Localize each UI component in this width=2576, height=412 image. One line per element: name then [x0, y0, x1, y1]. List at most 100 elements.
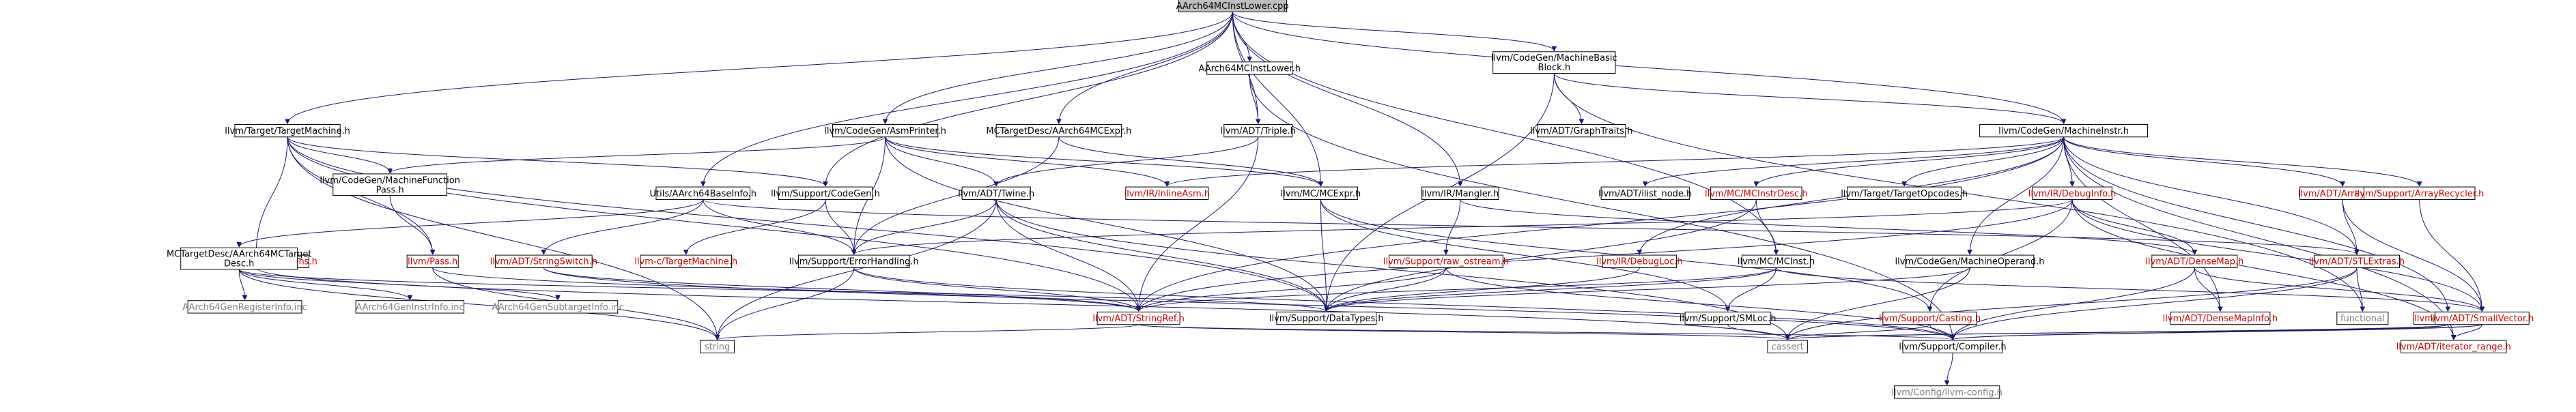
- node-label: Block.h: [1538, 63, 1571, 73]
- edge-mi-to-stringref: [1139, 136, 2065, 312]
- edge-utils-to-errhandling: [703, 199, 854, 255]
- node-functional: functional: [2336, 311, 2389, 325]
- edge-smallvector-to-compiler: [1953, 324, 2482, 340]
- edge-tm-to-datatypes: [287, 136, 1327, 312]
- node-debugloc[interactable]: llvm/IR/DebugLoc.h: [1596, 254, 1683, 268]
- edge-asmprinter-to-inlineasm: [885, 136, 1167, 187]
- edge-mcinst-to-stringref: [1139, 267, 1777, 312]
- edge-root-to-mcexpr: [1232, 12, 1320, 186]
- edge-tm-to-stringref: [287, 136, 1139, 312]
- edge-mo-to-cassert: [1787, 267, 1970, 340]
- node-densemap[interactable]: llvm/ADT/DenseMap.h: [2145, 254, 2244, 268]
- edge-codegen-to-lcc_tm: [686, 199, 826, 255]
- edge-mfp-to-pass: [389, 195, 433, 254]
- edge-debuginfo-to-errhandling: [854, 199, 2073, 255]
- node-stlextras[interactable]: llvm/ADT/STLExtras.h: [2309, 254, 2405, 268]
- edge-stringref-to-string: [718, 324, 1140, 340]
- node-label: string: [705, 342, 730, 353]
- edge-root-to-mbb: [1232, 12, 1554, 52]
- node-casting[interactable]: llvm/Support/Casting.h: [1879, 311, 1981, 325]
- node-datatypes[interactable]: llvm/Support/DataTypes.h: [1269, 311, 1384, 325]
- edge-mcinst-to-smallvector: [1775, 267, 2482, 312]
- node-label: MCTargetDesc/AArch64MCTarget: [167, 250, 311, 260]
- node-inlineasm[interactable]: llvm/IR/InlineAsm.h: [1124, 186, 1210, 200]
- node-box: [1096, 311, 1180, 325]
- edge-mi-to-targetopcodes: [1904, 136, 2065, 187]
- node-layer: AArch64MCInstLower.cppAArch64MCInstLower…: [167, 0, 2534, 399]
- node-box: [1283, 186, 1359, 200]
- node-triple[interactable]: llvm/ADT/Triple.h: [1221, 123, 1296, 138]
- node-box: [1421, 186, 1499, 200]
- edge-utils-to-stringswitch: [543, 199, 704, 255]
- node-mcexpr[interactable]: llvm/MC/MCExpr.h: [1281, 186, 1361, 200]
- node-label: llvm/ADT/DenseMapInfo.h: [2163, 314, 2278, 324]
- node-box: [187, 300, 302, 314]
- node-label: llvm/ADT/iterator_range.h: [2396, 342, 2511, 353]
- node-debuginfo[interactable]: llvm/IR/DebugInfo.h: [2028, 186, 2117, 200]
- node-label: llvm/MC/MCInstrDesc.h: [1705, 189, 1808, 199]
- edge-twine-to-errhandling: [854, 199, 997, 255]
- node-label: AArch64GenSubtargetInfo.inc: [492, 302, 624, 312]
- edge-twine-to-stringref: [995, 199, 1138, 311]
- edge-tm-to-mfp: [287, 136, 390, 174]
- edge-a64mcdesc-to-instrinfo: [238, 269, 410, 300]
- edge-stlextras-to-functional: [2356, 267, 2362, 311]
- edge-debugloc-to-datatypes: [1327, 267, 1640, 312]
- node-lcc_tm[interactable]: llvm-c/TargetMachine.h: [634, 254, 737, 268]
- node-pass[interactable]: llvm/Pass.h: [406, 254, 459, 268]
- node-tm[interactable]: llvm/Target/TargetMachine.h: [225, 123, 350, 138]
- node-box: [180, 247, 298, 270]
- node-box: [778, 186, 873, 200]
- node-errhandling[interactable]: llvm/Support/ErrorHandling.h: [789, 254, 919, 268]
- node-label: cassert: [1772, 342, 1804, 353]
- node-densemapinfo[interactable]: llvm/ADT/DenseMapInfo.h: [2163, 311, 2278, 325]
- node-label: llvm/IR/DebugLoc.h: [1596, 257, 1682, 267]
- node-mcinst[interactable]: llvm/MC/MCInst.h: [1738, 254, 1815, 268]
- node-stringref[interactable]: llvm/ADT/StringRef.h: [1092, 311, 1185, 325]
- node-mo[interactable]: llvm/CodeGen/MachineOperand.h: [1895, 254, 2044, 268]
- node-mcexpr_a64[interactable]: MCTargetDesc/AArch64MCExpr.h: [986, 123, 1131, 138]
- node-smallvector[interactable]: llvm/ADT/SmallVector.h: [2430, 311, 2534, 325]
- edge-lower_h-to-compiler: [1249, 74, 1953, 340]
- node-arrayrecycler[interactable]: llvm/Support/ArrayRecycler.h: [2355, 186, 2484, 200]
- node-reginfo: AArch64GenRegisterInfo.inc: [182, 300, 307, 314]
- edge-asmprinter-to-datatypes: [885, 136, 1327, 312]
- edge-stringref-to-compiler: [1138, 324, 1953, 340]
- edge-a64mcdesc-to-string: [238, 269, 717, 340]
- node-twine[interactable]: llvm/ADT/Twine.h: [958, 186, 1034, 200]
- edge-smallvector-to-iteratorrange: [2454, 324, 2482, 340]
- node-label: llvm-c/TargetMachine.h: [634, 257, 737, 267]
- edge-smallvector-to-cassert: [1787, 324, 2482, 340]
- node-root[interactable]: AArch64MCInstLower.cpp: [1176, 0, 1289, 12]
- node-smloc[interactable]: llvm/Support/SMLoc.h: [1680, 311, 1777, 325]
- edge-mcexpr_a64-to-mcexpr: [1058, 136, 1321, 187]
- node-mangler[interactable]: llvm/IR/Mangler.h: [1421, 186, 1499, 200]
- node-mcinstrdesc[interactable]: llvm/MC/MCInstrDesc.h: [1705, 186, 1808, 200]
- node-box: [2401, 340, 2507, 353]
- node-iteratorrange[interactable]: llvm/ADT/iterator_range.h: [2396, 340, 2511, 353]
- edge-stringref-to-cassert: [1138, 324, 1788, 340]
- node-utils[interactable]: Utils/AArch64BaseInfo.h: [649, 186, 756, 200]
- node-lower_h[interactable]: AArch64MCInstLower.h: [1198, 61, 1301, 75]
- node-asmprinter[interactable]: llvm/CodeGen/AsmPrinter.h: [824, 123, 946, 138]
- edge-stringswitch-to-stringref: [543, 267, 1138, 312]
- node-mi[interactable]: llvm/CodeGen/MachineInstr.h: [1979, 123, 2149, 138]
- node-graphtraits[interactable]: llvm/ADT/GraphTraits.h: [1530, 123, 1632, 138]
- node-codegen[interactable]: llvm/Support/CodeGen.h: [771, 186, 880, 200]
- edge-utils-to-stlextras: [703, 199, 2357, 255]
- node-stringswitch[interactable]: llvm/ADT/StringSwitch.h: [490, 254, 597, 268]
- node-rawostream[interactable]: llvm/Support/raw_ostream.h: [1383, 254, 1509, 268]
- edge-mi-to-ilist: [2063, 136, 2448, 312]
- node-ilistnode[interactable]: llvm/ADT/ilist_node.h: [1598, 186, 1692, 200]
- node-cassert: cassert: [1767, 340, 1808, 353]
- node-label: llvm/Target/TargetOpcodes.h: [1841, 189, 1968, 199]
- node-targetopcodes[interactable]: llvm/Target/TargetOpcodes.h: [1841, 186, 1968, 200]
- edge-arrayrecycler-to-smallvector: [2419, 199, 2482, 311]
- node-box: [494, 254, 593, 268]
- node-compiler[interactable]: llvm/Support/Compiler.h: [1899, 340, 2007, 353]
- node-box: [995, 123, 1122, 138]
